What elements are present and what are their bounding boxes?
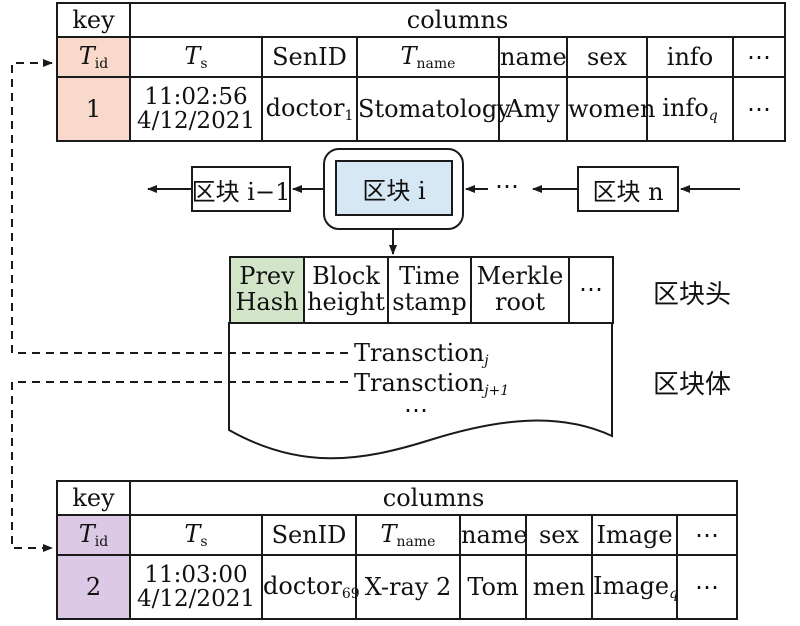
name-cell: Tom (459, 554, 527, 620)
key-header: key (56, 480, 131, 516)
senid-header: SenID (261, 36, 358, 78)
sex-header: sex (525, 514, 593, 556)
more-cell: ⋯ (731, 76, 787, 142)
image-header: Image (591, 514, 678, 556)
more-cell: ⋯ (675, 554, 739, 620)
tid-header: Tid (56, 514, 131, 556)
key-cell: 2 (56, 554, 131, 620)
bottom-record-table: key columns Tid Ts SenID Tname name sex … (56, 480, 739, 620)
senid-cell: doctor1 (261, 76, 358, 142)
sex-cell: men (525, 554, 593, 620)
columns-header: columns (128, 2, 787, 38)
block-body-ellipsis: ⋯ (404, 396, 428, 424)
ts-header: Ts (129, 514, 263, 556)
dashed-link-top (11, 59, 348, 354)
sex-header: sex (566, 36, 648, 78)
key-header: key (56, 2, 131, 38)
current-block-frame (323, 148, 464, 230)
transaction-j-plus-1: Transctionj+1 (354, 369, 510, 399)
last-block: 区块 n (577, 166, 679, 212)
sex-cell: women (566, 76, 655, 142)
more-header: ⋯ (731, 36, 787, 78)
more-header: ⋯ (675, 514, 739, 556)
image-cell: Imageq (591, 554, 678, 620)
name-header: name (459, 514, 528, 556)
name-header: name (498, 36, 568, 78)
senid-cell: doctor69 (261, 554, 360, 620)
block-body-outline (228, 322, 613, 460)
columns-header: columns (128, 480, 739, 516)
tid-header: Tid (56, 36, 131, 78)
tname-cell: Stomatology (356, 76, 511, 142)
current-block: 区块 i (335, 160, 453, 216)
key-cell: 1 (56, 76, 131, 142)
ts-header: Ts (129, 36, 263, 78)
tname-cell: X-ray 2 (355, 554, 461, 620)
top-record-table: key columns Tid Ts SenID Tname name sex … (56, 2, 787, 142)
block-header-label: 区块头 (653, 280, 732, 310)
transaction-j: Transctionj (354, 339, 489, 369)
chain-ellipsis: ⋯ (495, 172, 519, 200)
dashed-link-bottom (11, 381, 348, 552)
senid-header: SenID (261, 514, 357, 556)
info-header: info (646, 36, 734, 78)
tname-header: Tname (355, 514, 461, 556)
tname-header: Tname (356, 36, 500, 78)
info-cell: infoq (646, 76, 734, 142)
block-body-label: 区块体 (653, 370, 732, 400)
header-more-cell: ⋯ (568, 256, 614, 324)
prev-block: 区块 i−1 (191, 166, 291, 212)
name-cell: Amy (498, 76, 568, 142)
